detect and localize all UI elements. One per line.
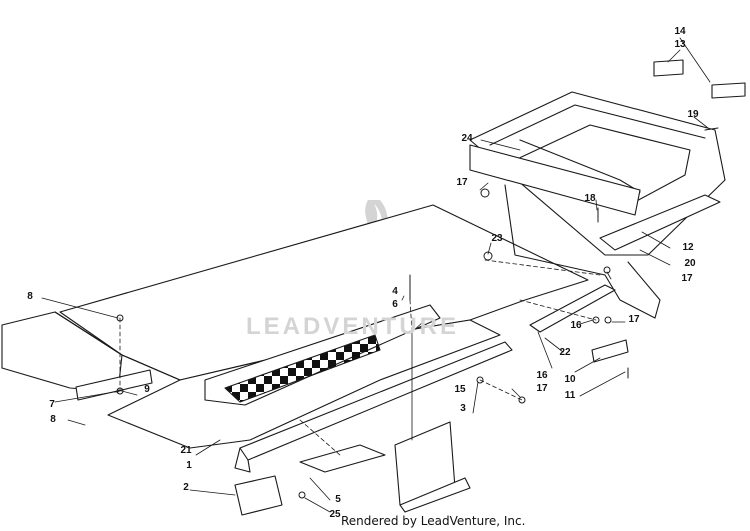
callout-13: 13: [674, 39, 686, 50]
callout-17-b: 17: [681, 273, 693, 284]
mount-bracket-part-3: [394, 421, 471, 513]
callout-20: 20: [684, 258, 696, 269]
callout-19: 19: [687, 109, 699, 120]
bracket-part-7: [75, 369, 153, 401]
plate-part-2: [234, 475, 283, 516]
lower-side-panel: [107, 319, 501, 449]
callout-8-bottom: 8: [50, 414, 56, 425]
callout-10: 10: [564, 374, 576, 385]
callout-11: 11: [564, 390, 576, 401]
callout-17-a: 17: [456, 177, 468, 188]
decal-part-14: [711, 82, 746, 99]
callout-8-top: 8: [27, 291, 33, 302]
callout-4: 4: [392, 286, 398, 297]
callout-5: 5: [335, 494, 341, 505]
leader-lines: [41, 37, 711, 513]
callout-3: 3: [460, 403, 466, 414]
alignment-lines: [119, 259, 601, 456]
callout-14: 14: [674, 26, 686, 37]
callout-1: 1: [186, 460, 192, 471]
callout-12: 12: [682, 242, 694, 253]
callout-7: 7: [49, 399, 55, 410]
running-board-rail: [234, 341, 513, 473]
plate-part-10: [591, 339, 629, 363]
frame-part-24: [469, 144, 661, 319]
watermark-brand-text: LEADVENTURE: [246, 313, 460, 340]
callout-15: 15: [454, 384, 466, 395]
callout-9: 9: [144, 384, 150, 395]
rendered-by-footer: Rendered by LeadVenture, Inc.: [341, 514, 526, 528]
callout-16-upper: 16: [570, 320, 582, 331]
callout-6: 6: [392, 299, 398, 310]
callout-25: 25: [329, 509, 341, 520]
decal-part-13: [653, 59, 684, 77]
plate-part-5: [299, 444, 386, 473]
callout-21: 21: [180, 445, 192, 456]
callout-17-d: 17: [536, 383, 548, 394]
callout-23: 23: [491, 233, 503, 244]
callout-17-c: 17: [628, 314, 640, 325]
callout-24: 24: [461, 133, 473, 144]
callout-16-lower: 16: [536, 370, 548, 381]
bar-part-22: [529, 284, 616, 333]
checkered-decal: [204, 304, 441, 406]
callout-18: 18: [584, 193, 596, 204]
rear-bumper-assembly: [469, 91, 726, 256]
callout-2: 2: [183, 482, 189, 493]
callout-22: 22: [559, 347, 571, 358]
